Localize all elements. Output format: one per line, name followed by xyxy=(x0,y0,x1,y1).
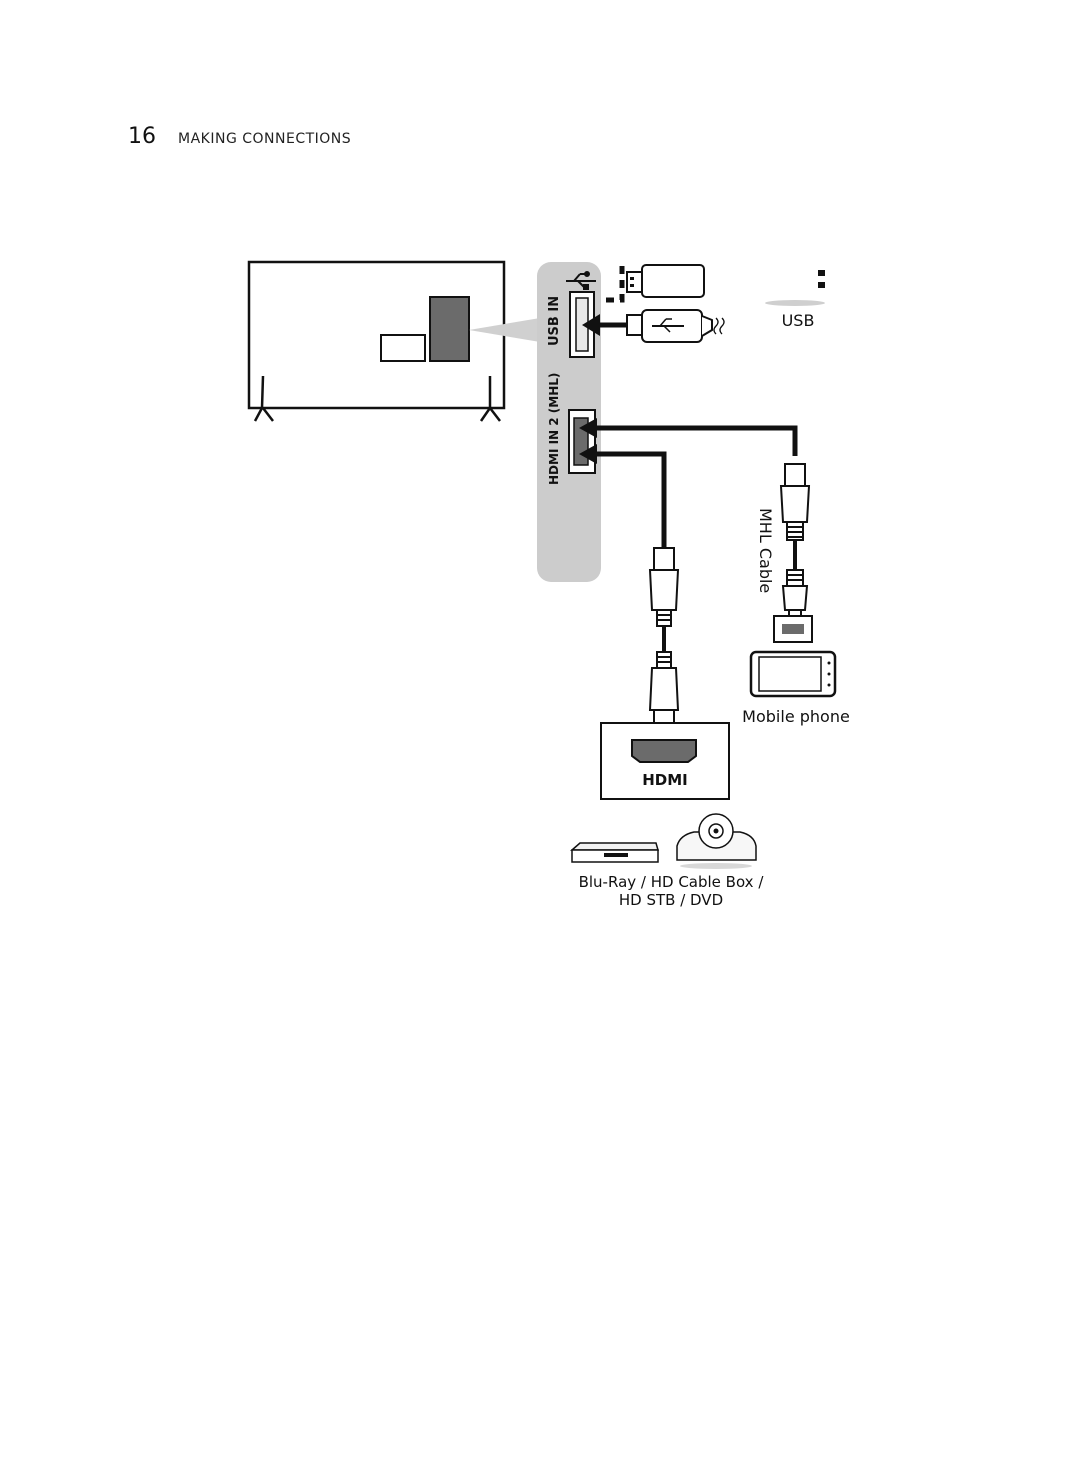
mobile-phone-icon xyxy=(749,615,837,698)
mobile-phone-label: Mobile phone xyxy=(742,707,850,726)
hdmi-arrow-mhl xyxy=(579,418,597,438)
usb-flash-drive-icon xyxy=(626,264,705,298)
usb-label: USB xyxy=(782,311,815,330)
page-header: 16 MAKING CONNECTIONS xyxy=(128,124,351,154)
blu-ray-player-icon xyxy=(570,842,659,863)
usb-symbol-icon xyxy=(566,271,596,290)
marker-icon xyxy=(818,270,825,288)
usb-arrow xyxy=(582,314,600,336)
set-top-box-icon xyxy=(676,813,757,869)
hdmi-cable-lines xyxy=(597,425,798,548)
mhl-cable-label: MHL Cable xyxy=(756,508,775,593)
devices-label-line-1: Blu-Ray / HD Cable Box / xyxy=(579,873,765,891)
usb-cable-plug-icon xyxy=(626,309,725,343)
shadow-line xyxy=(765,300,825,306)
usb-drive-connection xyxy=(601,266,625,303)
devices-label-line-2: HD STB / DVD xyxy=(619,891,723,909)
mhl-cable-icon xyxy=(779,463,811,617)
side-connector-panel: USB IN HDMI IN 2 (MHL) xyxy=(537,262,601,582)
hdmi-box-label: HDMI xyxy=(642,771,688,789)
page-number: 16 xyxy=(128,124,156,149)
tv-rear-view xyxy=(247,260,540,422)
hdmi-in-label: HDMI IN 2 (MHL) xyxy=(547,373,561,485)
usb-in-label: USB IN xyxy=(547,296,562,346)
hdmi-output-box xyxy=(600,722,730,800)
hdmi-cable-icon xyxy=(648,547,680,725)
hdmi-arrow-device xyxy=(579,444,597,464)
section-title: MAKING CONNECTIONS xyxy=(178,131,352,147)
